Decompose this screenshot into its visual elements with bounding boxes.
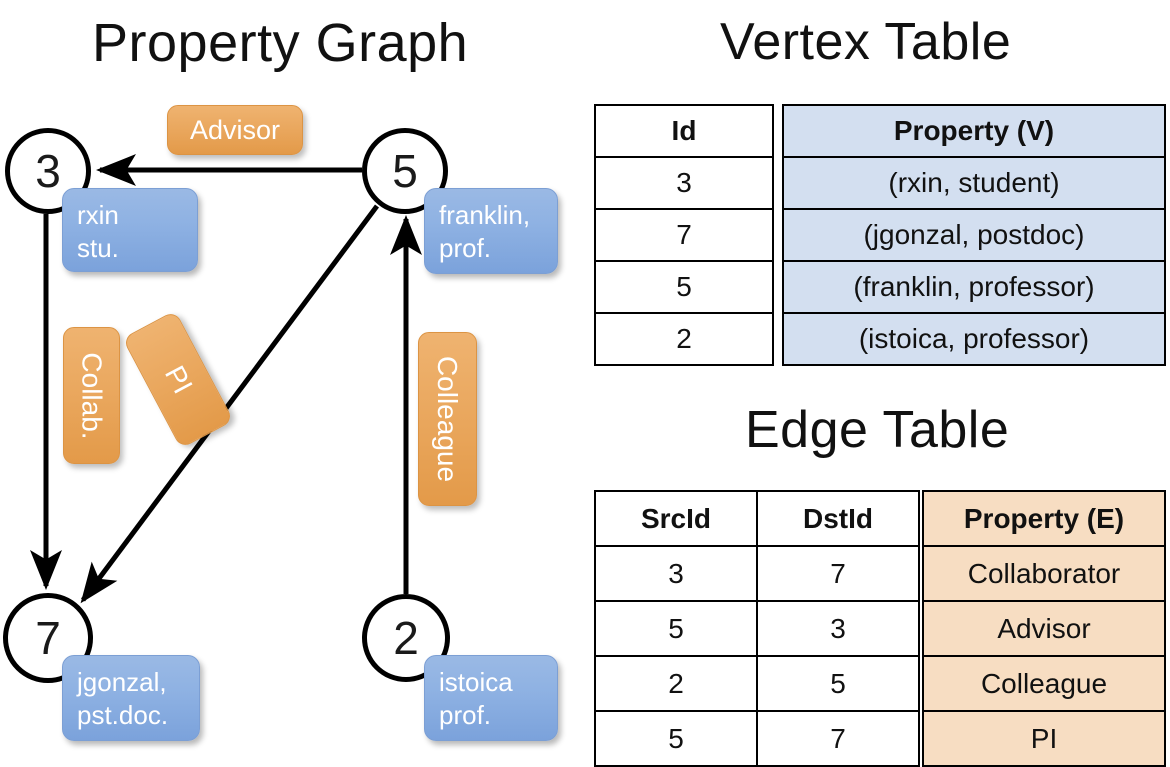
edge-row-2-property: Colleague — [922, 655, 1166, 712]
vertex-table-property-column: Property (V) (rxin, student) (jgonzal, p… — [782, 104, 1166, 366]
table-header-row: Property (V) — [782, 104, 1166, 158]
node-property-box-3: rxin stu. — [62, 188, 198, 272]
page-title-property-graph: Property Graph — [92, 13, 469, 73]
node-property-3-line1: rxin — [77, 200, 119, 230]
table-row[interactable]: Advisor — [922, 600, 1166, 657]
edge-row-3-property: PI — [922, 710, 1166, 767]
table-row[interactable]: 2 5 — [594, 655, 920, 712]
table-row[interactable]: Collaborator — [922, 545, 1166, 602]
edge-row-0-src: 3 — [594, 545, 758, 602]
table-row[interactable]: PI — [922, 710, 1166, 767]
table-row[interactable]: 2 — [594, 312, 774, 366]
graph-node-2-id: 2 — [393, 612, 419, 664]
node-property-box-5: franklin, prof. — [424, 188, 558, 274]
table-row[interactable]: 7 — [594, 208, 774, 262]
edge-row-2-src: 2 — [594, 655, 758, 712]
table-row[interactable]: (istoica, professor) — [782, 312, 1166, 366]
edge-row-1-property: Advisor — [922, 600, 1166, 657]
vertex-row-3-id: 2 — [594, 312, 774, 366]
edge-label-advisor-text: Advisor — [189, 114, 281, 145]
node-property-box-7: jgonzal, pst.doc. — [62, 655, 200, 741]
table-row[interactable]: (rxin, student) — [782, 156, 1166, 210]
node-property-5-line2: prof. — [439, 233, 492, 264]
table-row[interactable]: 5 3 — [594, 600, 920, 657]
vertex-row-0-property: (rxin, student) — [782, 156, 1166, 210]
vertex-row-0-id: 3 — [594, 156, 774, 210]
node-property-5-line1: franklin, — [439, 200, 531, 230]
node-property-box-2: istoica prof. — [424, 655, 558, 741]
table-row[interactable]: 5 7 — [594, 710, 920, 767]
node-property-7-line2: pst.doc. — [77, 700, 169, 731]
vertex-table-header-property: Property (V) — [782, 104, 1166, 158]
node-property-2-line1: istoica — [439, 667, 513, 697]
table-row[interactable]: (franklin, professor) — [782, 260, 1166, 314]
table-header-row: Property (E) — [922, 490, 1166, 547]
edge-row-2-dst: 5 — [756, 655, 920, 712]
edge-row-1-src: 5 — [594, 600, 758, 657]
edge-label-advisor: Advisor — [167, 105, 303, 155]
graph-node-5[interactable]: 5 — [362, 128, 448, 214]
vertex-table-header-id: Id — [594, 104, 774, 158]
graph-edges — [30, 154, 422, 604]
graph-node-7-id: 7 — [35, 612, 61, 664]
vertex-row-2-property: (franklin, professor) — [782, 260, 1166, 314]
edge-table-id-columns: SrcId DstId 3 7 5 3 2 5 5 7 — [594, 490, 920, 767]
graph-node-3-id: 3 — [35, 145, 61, 197]
table-row[interactable]: 3 — [594, 156, 774, 210]
node-property-2-line2: prof. — [439, 700, 492, 731]
node-property-7-line1: jgonzal, — [77, 667, 167, 697]
edge-table-header-dstid: DstId — [756, 490, 920, 547]
edge-table-header-srcid: SrcId — [594, 490, 758, 547]
page-title-vertex-table: Vertex Table — [720, 13, 1012, 71]
edge-row-3-src: 5 — [594, 710, 758, 767]
edge-table-header-property: Property (E) — [922, 490, 1166, 547]
vertex-row-1-property: (jgonzal, postdoc) — [782, 208, 1166, 262]
table-row[interactable]: 5 — [594, 260, 774, 314]
table-row[interactable]: Colleague — [922, 655, 1166, 712]
page-title-edge-table: Edge Table — [745, 401, 1010, 459]
edge-table-property-column: Property (E) Collaborator Advisor Collea… — [922, 490, 1166, 767]
table-header-row: SrcId DstId — [594, 490, 920, 547]
table-header-row: Id — [594, 104, 774, 158]
vertex-row-1-id: 7 — [594, 208, 774, 262]
edge-label-collab: Collab. — [63, 327, 120, 464]
graph-node-5-id: 5 — [392, 145, 418, 197]
table-row[interactable]: 3 7 — [594, 545, 920, 602]
vertex-row-3-property: (istoica, professor) — [782, 312, 1166, 366]
graph-node-2[interactable]: 2 — [362, 594, 450, 682]
edge-label-collab-text: Collab. — [76, 351, 108, 440]
vertex-row-2-id: 5 — [594, 260, 774, 314]
edge-5-to-7 — [80, 204, 380, 604]
edge-row-1-dst: 3 — [756, 600, 920, 657]
edge-label-pi-text: PI — [158, 360, 199, 399]
table-row[interactable]: (jgonzal, postdoc) — [782, 208, 1166, 262]
edge-row-3-dst: 7 — [756, 710, 920, 767]
edge-row-0-property: Collaborator — [922, 545, 1166, 602]
node-property-3-line2: stu. — [77, 233, 119, 264]
edge-label-colleague: Colleague — [418, 332, 477, 506]
edge-label-colleague-text: Colleague — [432, 355, 464, 483]
vertex-table-id-column: Id 3 7 5 2 — [594, 104, 774, 366]
edge-row-0-dst: 7 — [756, 545, 920, 602]
